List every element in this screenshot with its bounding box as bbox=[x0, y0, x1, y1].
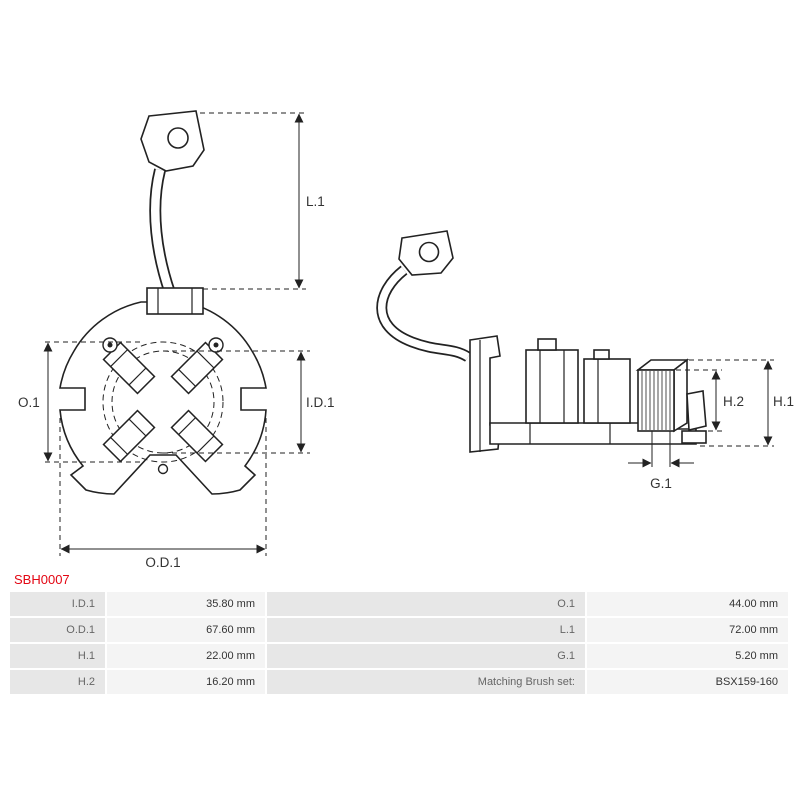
clip-foot bbox=[681, 430, 707, 444]
front-view-dimensions: L.1 O.1 I.D.1 O.D.1 bbox=[18, 112, 335, 570]
brush-box-side bbox=[525, 349, 579, 424]
side-view-drawing bbox=[376, 230, 707, 453]
brush-box-tab bbox=[537, 338, 557, 351]
brush-box-right-face bbox=[673, 358, 688, 433]
side-view-dimensions: H.2 H.1 G.1 bbox=[628, 359, 794, 491]
spec-value: 5.20 mm bbox=[587, 644, 788, 668]
brush-box bbox=[102, 409, 156, 463]
spec-label: I.D.1 bbox=[10, 592, 105, 616]
spec-value: 16.20 mm bbox=[107, 670, 265, 694]
spring-clip bbox=[686, 390, 707, 431]
spec-value: BSX159-160 bbox=[587, 670, 788, 694]
brush-box bbox=[170, 409, 224, 463]
spec-value: 72.00 mm bbox=[587, 618, 788, 642]
brush-box bbox=[102, 341, 156, 395]
wire-mount-block bbox=[146, 287, 204, 315]
terminal-hole bbox=[418, 241, 440, 263]
dimension-label-h2: H.2 bbox=[723, 394, 744, 409]
part-number: SBH0007 bbox=[14, 572, 70, 587]
spec-value: 22.00 mm bbox=[107, 644, 265, 668]
spec-label: O.D.1 bbox=[10, 618, 105, 642]
outer-dashed-circle bbox=[102, 341, 224, 463]
terminal-hole bbox=[167, 127, 189, 149]
spec-table: I.D.1 35.80 mm O.1 44.00 mm O.D.1 67.60 … bbox=[10, 592, 790, 694]
front-view-drawing bbox=[59, 110, 267, 495]
spec-label: L.1 bbox=[267, 618, 585, 642]
rivet bbox=[157, 463, 169, 475]
spec-label: O.1 bbox=[267, 592, 585, 616]
spec-value: 44.00 mm bbox=[587, 592, 788, 616]
brush-box-front-face bbox=[637, 369, 675, 432]
dimension-label-od1: O.D.1 bbox=[145, 555, 180, 570]
spec-label: Matching Brush set: bbox=[267, 670, 585, 694]
spec-label: G.1 bbox=[267, 644, 585, 668]
technical-drawing: L.1 O.1 I.D.1 O.D.1 bbox=[18, 110, 794, 570]
brush-box-side bbox=[583, 358, 631, 424]
dimension-label-o1: O.1 bbox=[18, 395, 40, 410]
spec-value: 67.60 mm bbox=[107, 618, 265, 642]
brush-box-tab bbox=[593, 349, 610, 360]
dimension-label-l1: L.1 bbox=[306, 194, 325, 209]
spec-label: H.1 bbox=[10, 644, 105, 668]
spec-label: H.2 bbox=[10, 670, 105, 694]
spec-value: 35.80 mm bbox=[107, 592, 265, 616]
inner-dashed-circle bbox=[111, 350, 215, 454]
dimension-label-h1: H.1 bbox=[773, 394, 794, 409]
dimension-label-id1: I.D.1 bbox=[306, 395, 335, 410]
dimension-label-g1: G.1 bbox=[650, 476, 672, 491]
